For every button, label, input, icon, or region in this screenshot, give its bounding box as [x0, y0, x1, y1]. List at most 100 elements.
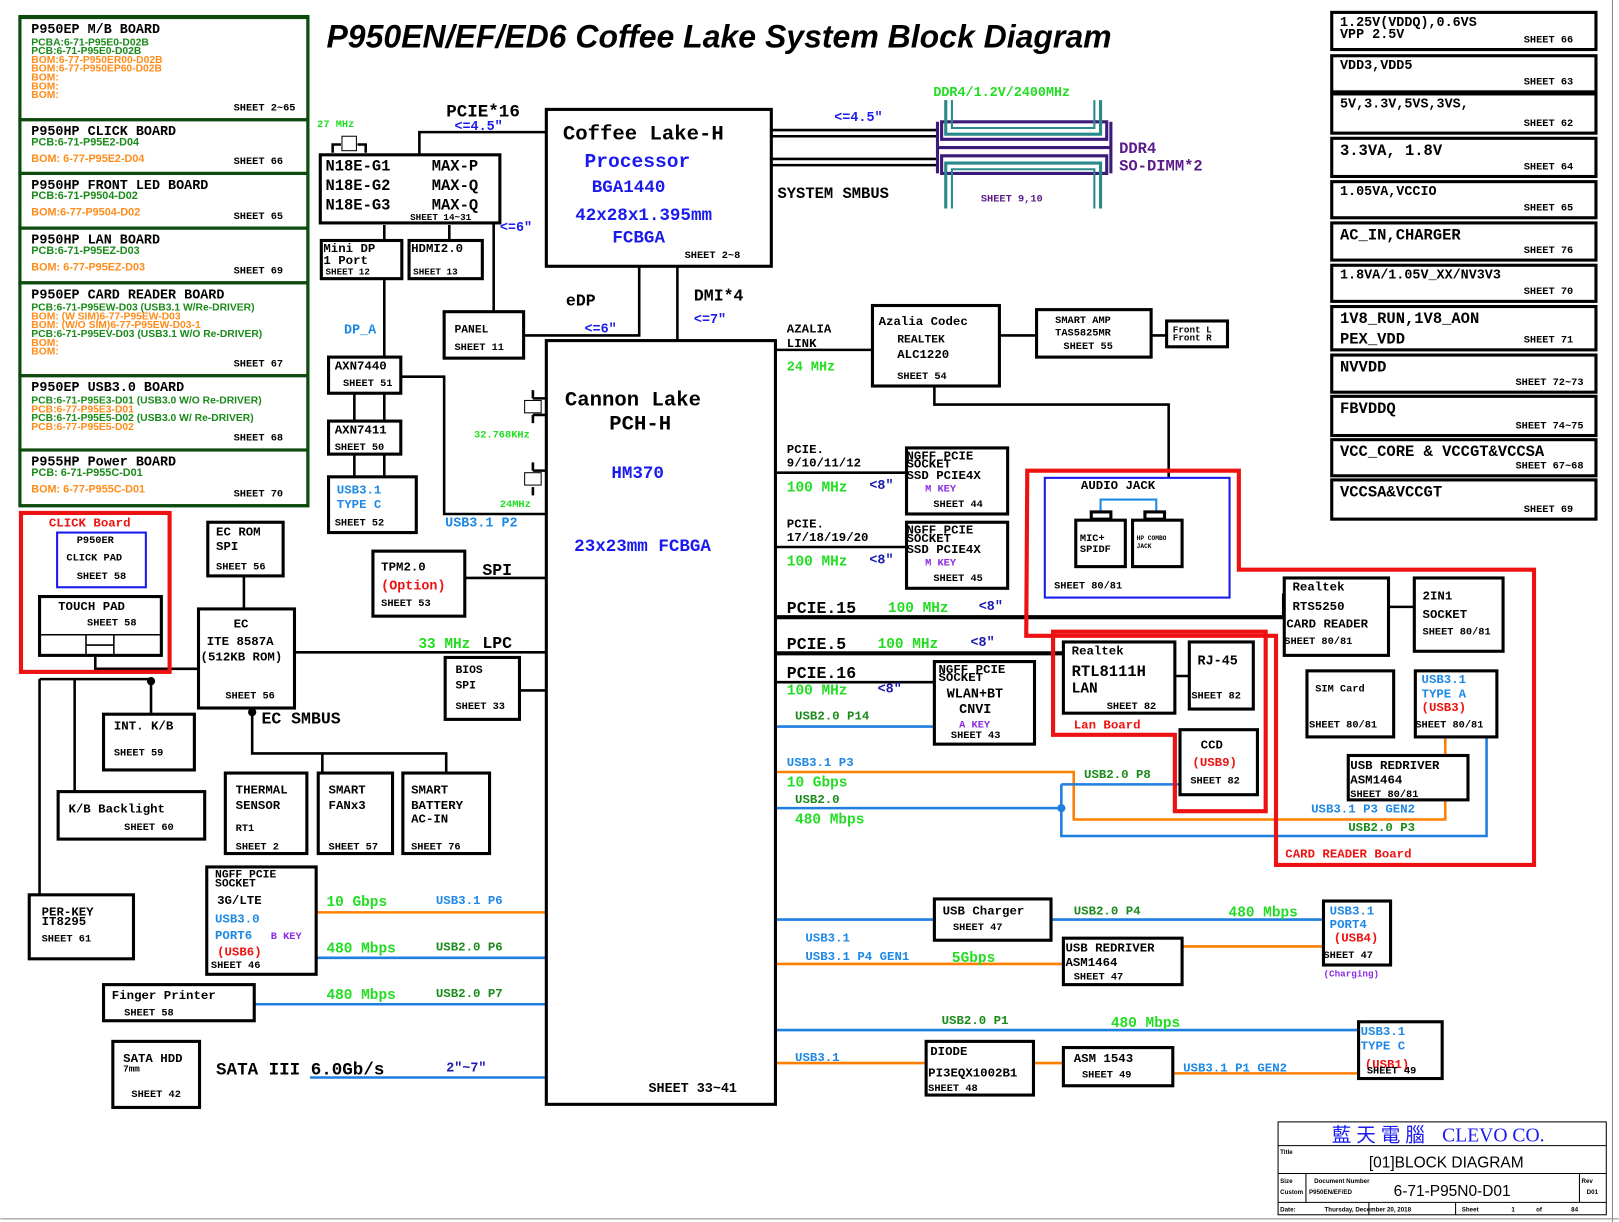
spdif-label: SPIDF [1080, 544, 1111, 556]
board-entry[interactable]: P950HP FRONT LED BOARDPCB:6-71-P9504-D02… [18, 171, 310, 230]
board-entry[interactable]: P950EP M/B BOARDPCBA:6-71-P95E0-D02BPCB:… [18, 15, 310, 122]
battery-sheet: SHEET 76 [411, 841, 461, 853]
gpu-block[interactable]: 27 MHz N18E-G1 MAX-P N18E-G2 MAX-Q N18E-… [317, 119, 502, 225]
cardreader-sheet: SHEET 80/81 [1284, 636, 1352, 648]
pcie-b-label: PCIE. [787, 517, 824, 531]
lte-l3: 3G/LTE [217, 894, 262, 908]
minidp-l1: Mini DP [323, 242, 375, 256]
port4-sheet: SHEET 47 [1323, 950, 1373, 962]
ccd-block[interactable]: CCD(USB9)SHEET 82 [1178, 728, 1259, 797]
minidp-l2: 1 Port [323, 254, 368, 268]
pch-block[interactable]: Cannon Lake PCH-H HM370 23x23mm FCBGA SH… [544, 339, 777, 1106]
board-entry[interactable]: P950EP CARD READER BOARDPCB:6-71-P95EW-D… [18, 281, 310, 378]
thermal-l2: SENSOR [236, 799, 281, 813]
board-sheet: SHEET 2~65 [234, 102, 296, 114]
board-sheet: SHEET 66 [234, 156, 284, 168]
pcie5-label: PCIE.5 [787, 635, 847, 654]
power-rail-name: VDD3,VDD5 [1340, 59, 1412, 74]
size-label: Size [1280, 1178, 1293, 1185]
board-sheet: SHEET 65 [234, 211, 284, 223]
tpm-block[interactable]: TPM2.0(Option)SHEET 53 [371, 549, 467, 618]
ecrom-l1: EC ROM [216, 526, 261, 540]
cardreader-l2: RTS5250 [1293, 600, 1345, 614]
usb20-label: USB2.0 [795, 793, 840, 807]
board-part-number: PCB:6-77-P95E3-D01 [31, 404, 134, 415]
amp-l1: SMART AMP [1055, 315, 1111, 327]
power-rail-sheet: SHEET 64 [1524, 161, 1574, 173]
usb20-p4-speed: 480 Mbps [1229, 906, 1298, 922]
board-entry[interactable]: P950HP CLICK BOARDPCB:6-71-P95E2-D04BOM:… [18, 118, 310, 175]
ccd-sheet: SHEET 82 [1190, 775, 1240, 787]
cpu-block[interactable]: Coffee Lake-H Processor BGA1440 42x28x1.… [544, 107, 773, 268]
power-rail-entry[interactable]: 5V,3.3V,5VS,3VS,SHEET 62 [1330, 92, 1598, 135]
wlan-l4: CNVI [959, 703, 991, 718]
wlan-l1: NGFF PCIE [939, 663, 1006, 677]
intkb-sheet: SHEET 59 [114, 747, 164, 759]
diode-sheet: SHEET 48 [928, 1083, 978, 1095]
ddr4-sodimm[interactable]: DDR4/1.2V/2400MHz DDR4 SO-DIMM*2 SHEET 9… [933, 86, 1203, 209]
audio-board-outline: Lan Board CARD READER Board [1024, 468, 1537, 867]
pcie-b-length: <8" [869, 554, 893, 569]
pcie15-clock: 100 MHz [888, 601, 949, 617]
usb31-p4-label: USB3.1 P4 GEN1 [805, 950, 909, 964]
ddr4-length: <=4.5" [834, 111, 882, 126]
board-part-number: BOM: (W/O SIM)6-77-P95EW-D03-1 [31, 320, 201, 331]
audio-jack[interactable]: AUDIO JACK MIC+ SPIDF HP COMBO JACK SHEE… [1054, 479, 1184, 592]
board-part-number: PCB:6-71-P95E3-D01 (USB3.0 W/O Re-DRIVER… [31, 396, 261, 407]
ec-l1: EC [234, 618, 249, 632]
power-rail-sheet: SHEET 69 [1524, 504, 1574, 516]
